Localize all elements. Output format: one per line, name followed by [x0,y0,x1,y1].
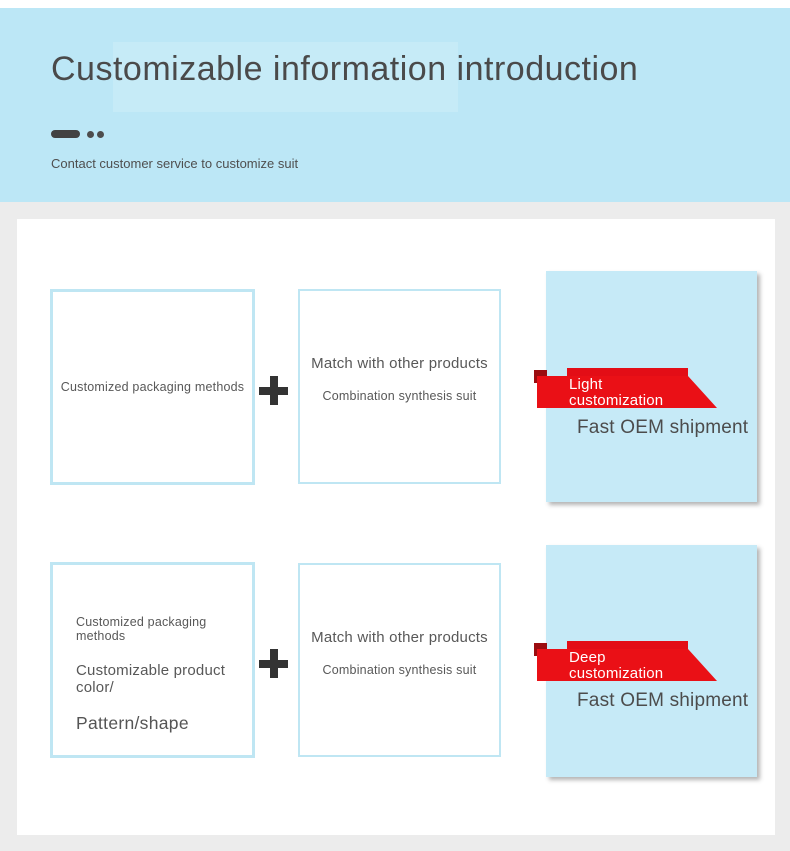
ribbon-label: Deep customization [569,649,664,682]
feature-box-label: Customized packaging methods [60,380,245,394]
ribbon-badge-light: Light customization [533,368,719,410]
ribbon-label: Light customization [569,376,664,409]
page-subtitle: Contact customer service to customize su… [51,156,299,171]
ribbon-banner: Light customization [537,376,717,408]
feature-box-label: Match with other products [311,355,488,372]
feature-box-match: Match with other products Combination sy… [298,289,501,484]
dot-icon [87,131,94,138]
plus-icon [259,376,289,406]
panel-caption: Fast OEM shipment [577,417,749,438]
title-highlight-backdrop [113,42,458,112]
feature-box-sublabel: Combination synthesis suit [322,663,477,677]
top-margin-strip [0,0,790,8]
page-title: Customizable information introduction [51,50,639,88]
feature-box-label: Customized packaging methods [76,615,207,643]
dot-icon [97,131,104,138]
feature-box-customizable: Customized packaging methods Customizabl… [50,562,255,758]
feature-box-sublabel: Combination synthesis suit [322,389,477,403]
dash-icon [51,130,80,138]
feature-box-match: Match with other products Combination sy… [298,563,501,757]
feature-box-label: Match with other products [311,629,488,646]
panel-caption: Fast OEM shipment [577,690,749,711]
ribbon-back-layer [567,641,688,650]
feature-box-label: Pattern/shape [76,713,189,733]
ribbon-back-layer [567,368,688,377]
ribbon-banner: Deep customization [537,649,717,681]
header-banner: Customizable information introduction Co… [0,8,790,202]
feature-box-label: Customizable product color/ [76,662,226,696]
ribbon-badge-deep: Deep customization [533,641,719,683]
feature-box-packaging: Customized packaging methods [50,289,255,485]
plus-icon [259,649,289,679]
